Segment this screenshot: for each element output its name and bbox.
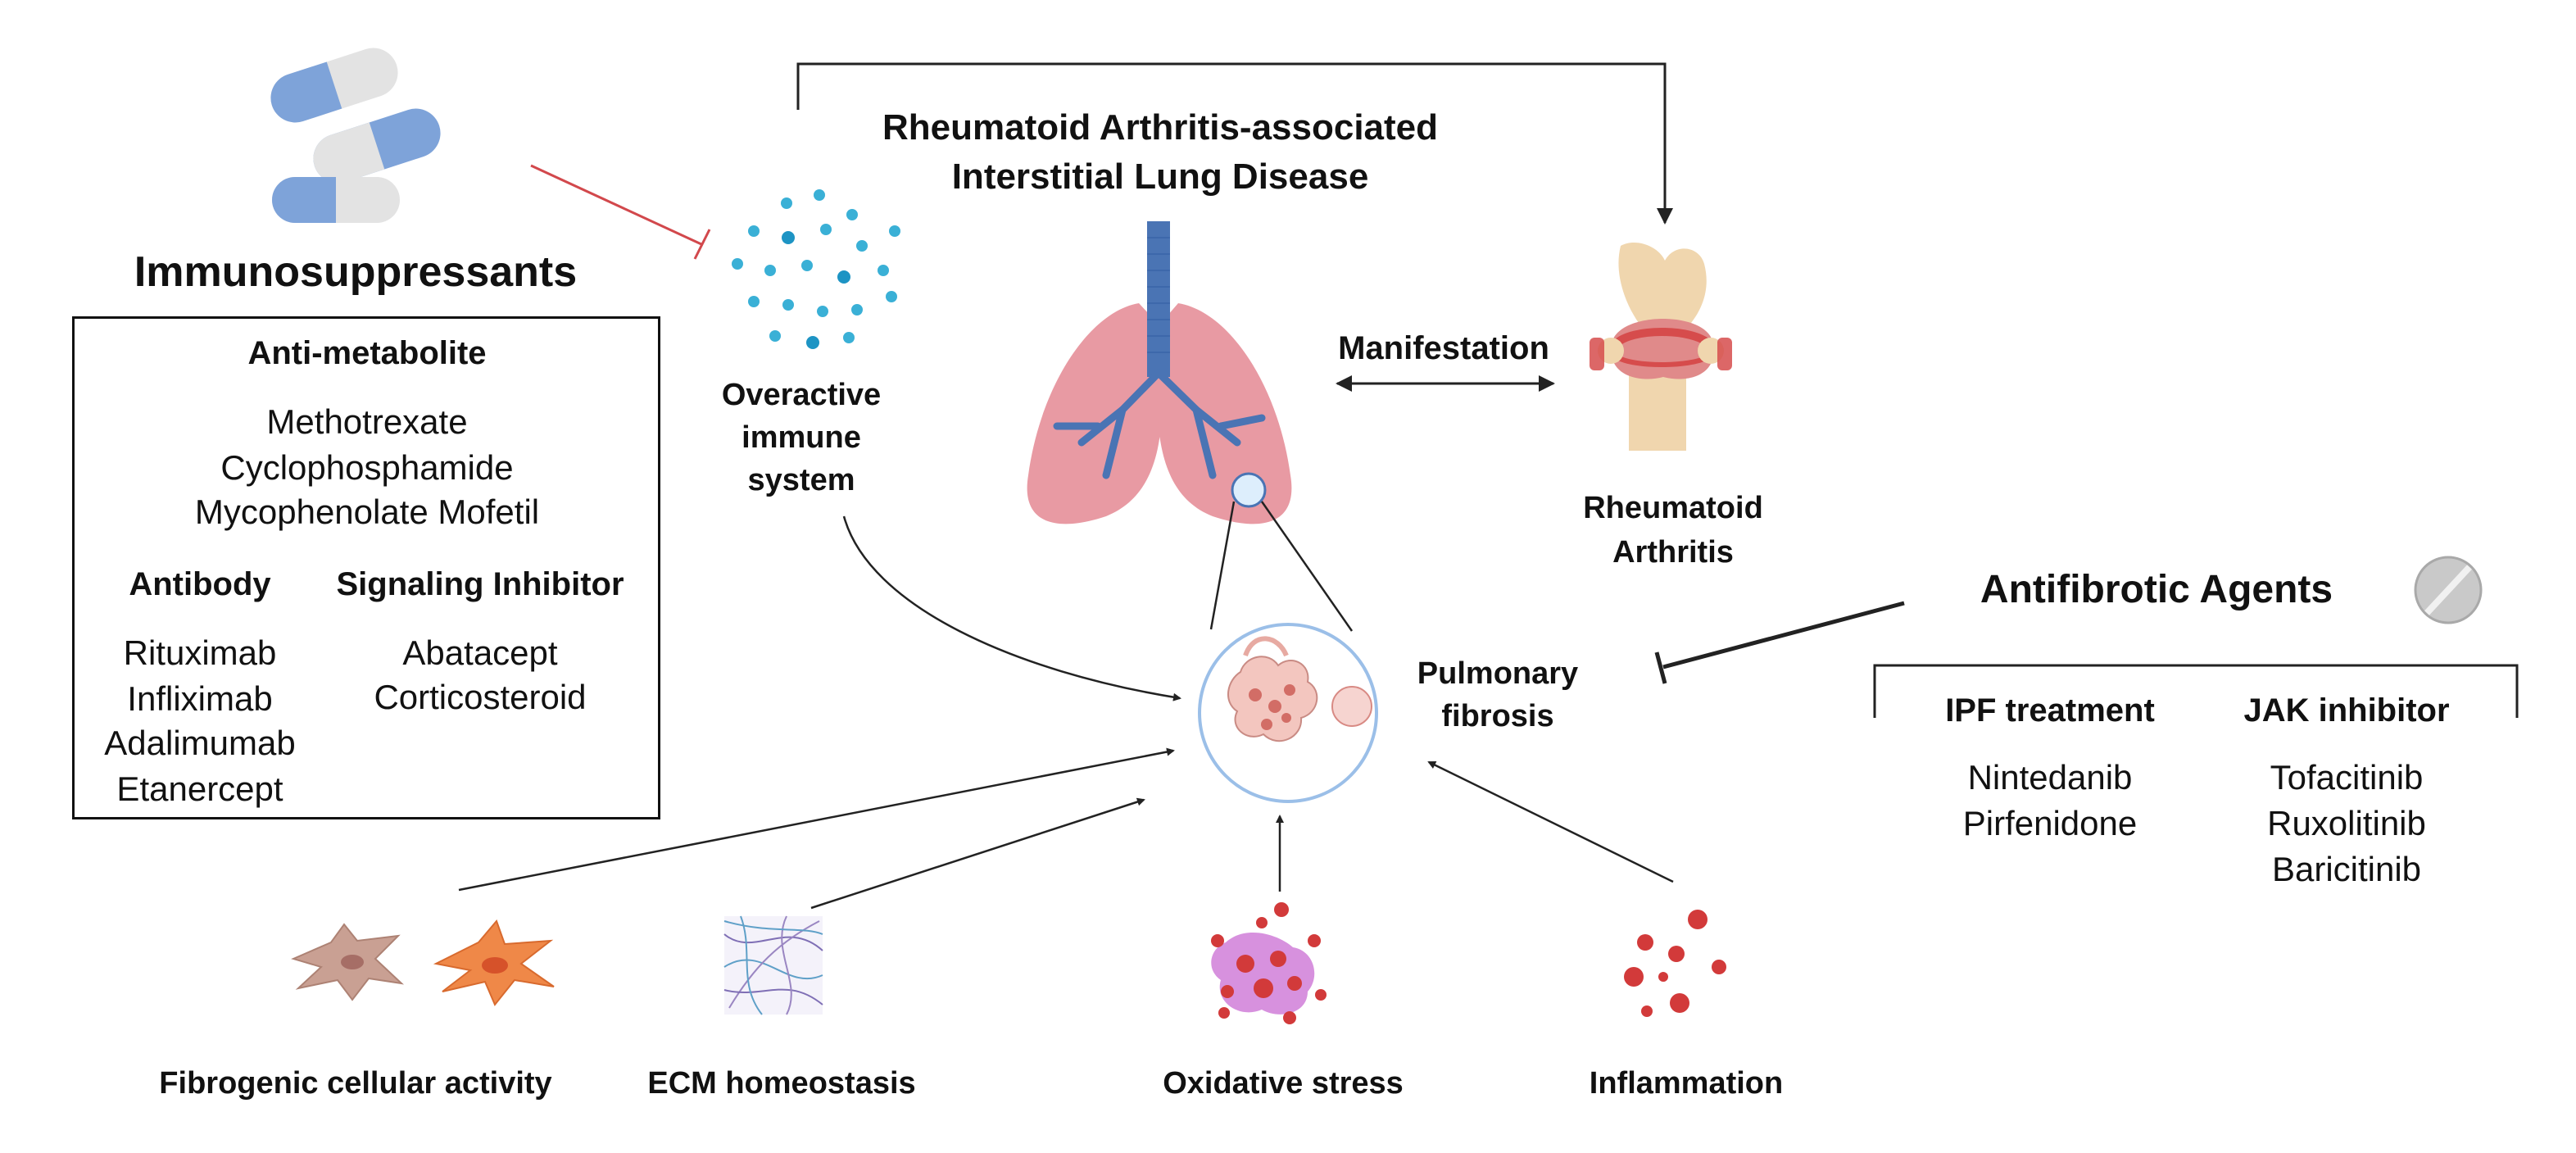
- ipf-drug-1: Nintedanib: [1967, 758, 2133, 797]
- antimetabolite-drug-1: Methotrexate: [266, 402, 468, 441]
- tablet-icon: [2414, 556, 2483, 624]
- factor-oxidative-label: Oxidative stress: [1163, 1066, 1404, 1101]
- ros-cell-icon: [1211, 902, 1327, 1024]
- arrow-immune-to-fibrosis: [842, 515, 1181, 701]
- antifibrotic-bracket: [1873, 664, 2519, 718]
- inhibit-arrow-immunosuppressants: [530, 164, 711, 260]
- ipf-treatment-heading: IPF treatment: [1945, 692, 2155, 729]
- diagram-title-line1: Rheumatoid Arthritis-associated: [882, 107, 1439, 148]
- overactive-immune-label-1: Overactive: [721, 378, 882, 412]
- knee-joint-icon: [1590, 243, 1732, 451]
- factor-arrows: [458, 747, 1674, 910]
- diagram-title-line2: Interstitial Lung Disease: [951, 157, 1369, 197]
- rheumatoid-arthritis-label-1: Rheumatoid: [1583, 491, 1763, 525]
- overactive-immune-label-3: system: [747, 463, 855, 497]
- antimetabolite-heading: Anti-metabolite: [247, 335, 487, 371]
- signaling-inhibitor-heading: Signaling Inhibitor: [336, 566, 624, 602]
- antimetabolite-drug-3: Mycophenolate Mofetil: [194, 493, 540, 531]
- immunosuppressants-heading: Immunosuppressants: [134, 248, 578, 296]
- factor-ecm-label: ECM homeostasis: [647, 1066, 916, 1101]
- jak-inhibitor-heading: JAK inhibitor: [2243, 692, 2450, 729]
- antibody-drug-3: Adalimumab: [104, 724, 296, 762]
- factor-fibrogenic-label: Fibrogenic cellular activity: [159, 1066, 552, 1101]
- antifibrotic-heading: Antifibrotic Agents: [1980, 568, 2333, 611]
- inflammation-particles-icon: [1624, 910, 1726, 1017]
- pulmonary-fibrosis-label-1: Pulmonary: [1417, 656, 1579, 691]
- fibroblast-icon: [291, 919, 555, 1006]
- factor-inflammation-label: Inflammation: [1589, 1066, 1784, 1101]
- alveoli-magnifier-icon: [1198, 623, 1378, 803]
- immunosuppressants-box: [72, 316, 660, 819]
- antibody-drug-4: Etanercept: [116, 769, 283, 808]
- antibody-drug-1: Rituximab: [123, 633, 277, 672]
- manifestation-label: Manifestation: [1338, 330, 1549, 366]
- inhibit-arrow-antifibrotic: [1654, 601, 1905, 684]
- signaling-inhibitor-drug-2: Corticosteroid: [374, 678, 587, 716]
- jak-drug-2: Ruxolitinib: [2267, 804, 2426, 842]
- magnifier-lines: [1209, 501, 1354, 632]
- antibody-heading: Antibody: [129, 566, 271, 602]
- capsule-icon: [270, 48, 441, 223]
- antibody-drug-2: Infliximab: [127, 679, 273, 718]
- jak-drug-3: Baricitinib: [2271, 850, 2422, 888]
- signaling-inhibitor-drug-1: Abatacept: [402, 633, 558, 672]
- connector-ild-to-ra: [796, 62, 1673, 225]
- lungs-icon: [1027, 221, 1292, 524]
- ipf-drug-2: Pirfenidone: [1962, 804, 2138, 842]
- immune-cells-icon: [732, 189, 900, 349]
- pulmonary-fibrosis-label-2: fibrosis: [1441, 699, 1554, 733]
- overactive-immune-label-2: immune: [742, 420, 861, 455]
- rheumatoid-arthritis-label-2: Arthritis: [1612, 535, 1734, 570]
- ecm-fiber-icon: [723, 915, 823, 1015]
- jak-drug-1: Tofacitinib: [2270, 758, 2424, 797]
- antimetabolite-drug-2: Cyclophosphamide: [220, 448, 514, 487]
